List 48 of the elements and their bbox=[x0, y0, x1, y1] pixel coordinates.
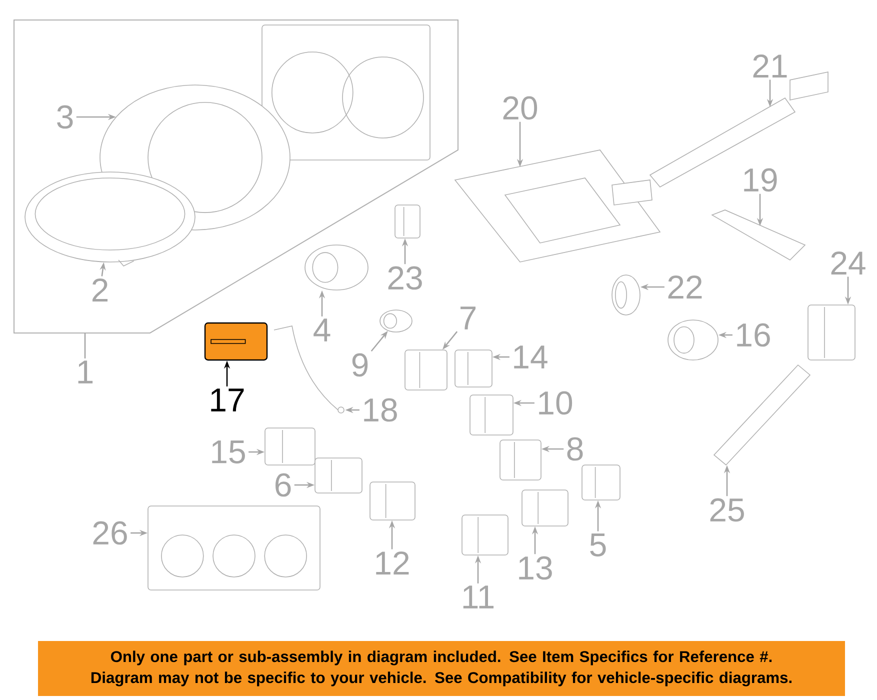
climate-control-drawing bbox=[148, 506, 320, 590]
switch-drawing bbox=[808, 304, 856, 360]
callout-number: 3 bbox=[57, 105, 73, 129]
callout-number: 13 bbox=[519, 556, 552, 580]
gauge-cluster-drawing bbox=[262, 24, 430, 160]
switch-drawing bbox=[470, 394, 514, 436]
callout-number: 15 bbox=[212, 440, 245, 464]
callout-number: 8 bbox=[567, 437, 583, 461]
callout-number: 5 bbox=[590, 533, 606, 556]
highlighted-part-drawing bbox=[204, 322, 268, 361]
switch-drawing bbox=[500, 440, 542, 480]
knob-drawing bbox=[668, 320, 718, 360]
switch-drawing bbox=[404, 350, 448, 390]
callout-number: 17 bbox=[211, 388, 244, 412]
callout-number: 14 bbox=[514, 346, 548, 368]
callout-number: 2 bbox=[92, 278, 108, 302]
callout-number: 22 bbox=[668, 275, 702, 298]
callout-number: 25 bbox=[710, 498, 744, 522]
callout-number: 6 bbox=[276, 473, 291, 497]
callout-number: 12 bbox=[376, 551, 409, 574]
switch-drawing bbox=[582, 464, 620, 500]
callout-number: 23 bbox=[388, 266, 422, 290]
lens-drawing bbox=[24, 172, 196, 266]
callout-number: 19 bbox=[744, 168, 777, 192]
switch-drawing bbox=[370, 482, 416, 520]
leader-line bbox=[84, 333, 86, 358]
callout-number: 16 bbox=[737, 323, 770, 347]
switch-drawing bbox=[264, 428, 316, 466]
switch-drawing bbox=[522, 490, 568, 526]
callout-number: 26 bbox=[93, 521, 127, 545]
callout-number: 20 bbox=[503, 96, 538, 120]
callout-number: 18 bbox=[364, 398, 397, 422]
switch-drawing bbox=[454, 350, 492, 388]
knob-drawing bbox=[612, 274, 640, 316]
callout-number: 1 bbox=[78, 360, 93, 384]
callout-number: 11 bbox=[463, 586, 494, 608]
knob-drawing bbox=[380, 310, 412, 332]
switch-drawing bbox=[394, 204, 420, 238]
notice-banner: Only one part or sub-assembly in diagram included. See Item Specifics for Reference #. Diagram may not be specific to your vehicle. See Compatibility for vehicle-specific diagrams. bbox=[38, 640, 845, 696]
callout-number: 21 bbox=[753, 54, 787, 78]
knob-drawing bbox=[304, 244, 368, 290]
callout-number: 7 bbox=[460, 306, 476, 330]
callout-number: 10 bbox=[539, 391, 572, 415]
switch-drawing bbox=[462, 514, 508, 556]
switch-drawing bbox=[314, 458, 362, 494]
callout-number: 24 bbox=[831, 251, 866, 274]
callout-number: 4 bbox=[314, 318, 330, 342]
callout-number: 9 bbox=[352, 353, 368, 377]
